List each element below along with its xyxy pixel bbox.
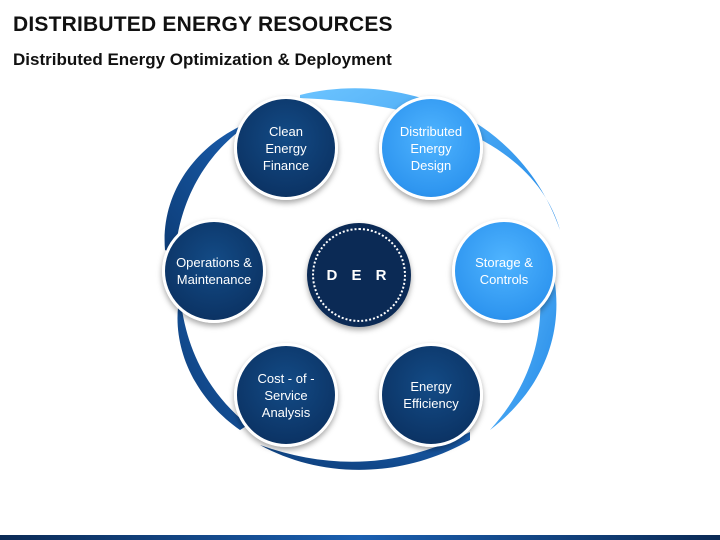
node-label: Operations & Maintenance [176,255,252,287]
node-label: Cost - of - Service Analysis [257,370,315,420]
page-subtitle: Distributed Energy Optimization & Deploy… [13,50,392,69]
node-energy-efficiency: Energy Efficiency [379,343,483,447]
node-label: Distributed Energy Design [399,123,463,173]
node-cost-of-service-analysis: Cost - of - Service Analysis [234,343,338,447]
node-operations-maintenance: Operations & Maintenance [162,219,266,323]
node-label: Energy Efficiency [403,379,459,411]
node-label: Clean Energy Finance [262,123,310,173]
bottom-accent-bar [0,535,720,540]
center-label: D E R [326,266,392,284]
node-label: Storage & Controls [475,255,533,287]
page-title: DISTRIBUTED ENERGY RESOURCES [13,13,393,36]
center-der-circle: D E R [307,223,411,327]
node-distributed-energy-design: Distributed Energy Design [379,96,483,200]
node-storage-controls: Storage & Controls [452,219,556,323]
arc-bottom-left [177,295,248,430]
arc-bottom [260,432,470,470]
node-clean-energy-finance: Clean Energy Finance [234,96,338,200]
